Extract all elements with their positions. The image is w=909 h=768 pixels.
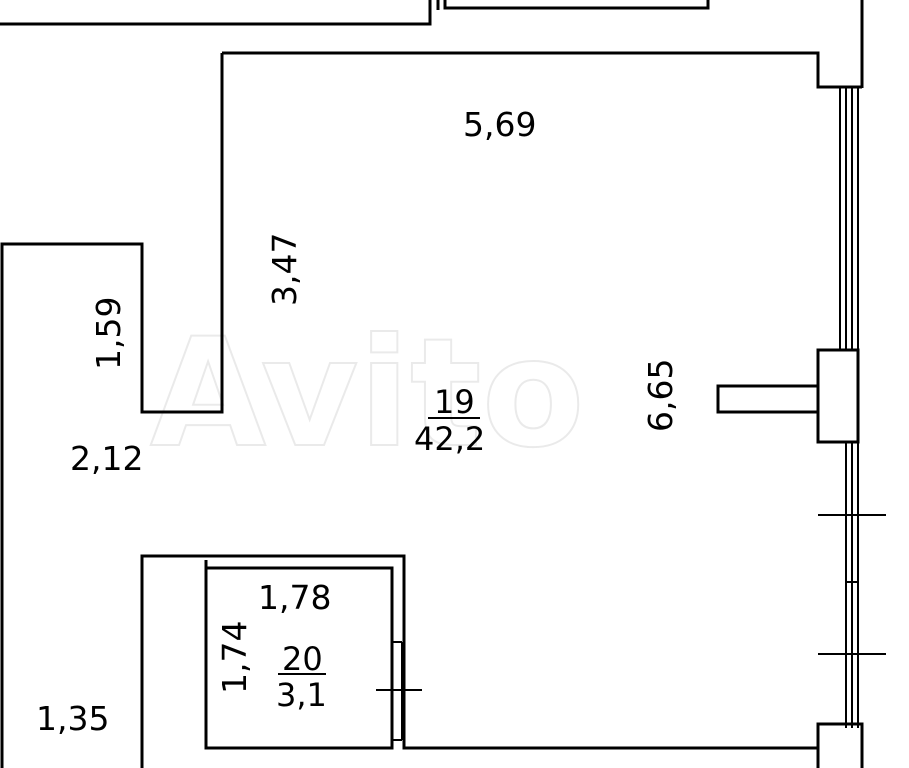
room-20-number: 20 xyxy=(282,640,323,678)
dim-left-mid: 2,12 xyxy=(70,439,143,478)
dim-left-lower: 1,35 xyxy=(36,699,109,738)
room-19-number: 19 xyxy=(434,383,475,421)
inner-wall-left xyxy=(0,53,224,768)
dim-right-wall: 6,65 xyxy=(641,359,680,432)
dim-wc-width: 1,78 xyxy=(258,578,331,617)
dim-wc-height: 1,74 xyxy=(215,621,254,694)
dim-left-upper: 1,59 xyxy=(89,297,128,370)
dim-inner-wall: 3,47 xyxy=(265,233,304,306)
bottom-wall xyxy=(140,554,818,768)
wc-room xyxy=(204,560,422,750)
watermark-logo: Avito xyxy=(150,307,585,481)
room-19-area: 42,2 xyxy=(414,420,485,458)
right-pillar xyxy=(816,348,860,444)
room-19-label: 19 42,2 xyxy=(414,383,485,458)
apartment-outline xyxy=(222,51,862,89)
window-frame-right xyxy=(839,87,859,728)
dim-top-width: 5,69 xyxy=(463,105,536,144)
top-neighbour-walls xyxy=(0,0,864,88)
room-20-area: 3,1 xyxy=(276,676,327,714)
corner-block xyxy=(816,722,864,768)
balcony-stub xyxy=(716,384,820,414)
room-20-label: 20 3,1 xyxy=(276,640,327,714)
